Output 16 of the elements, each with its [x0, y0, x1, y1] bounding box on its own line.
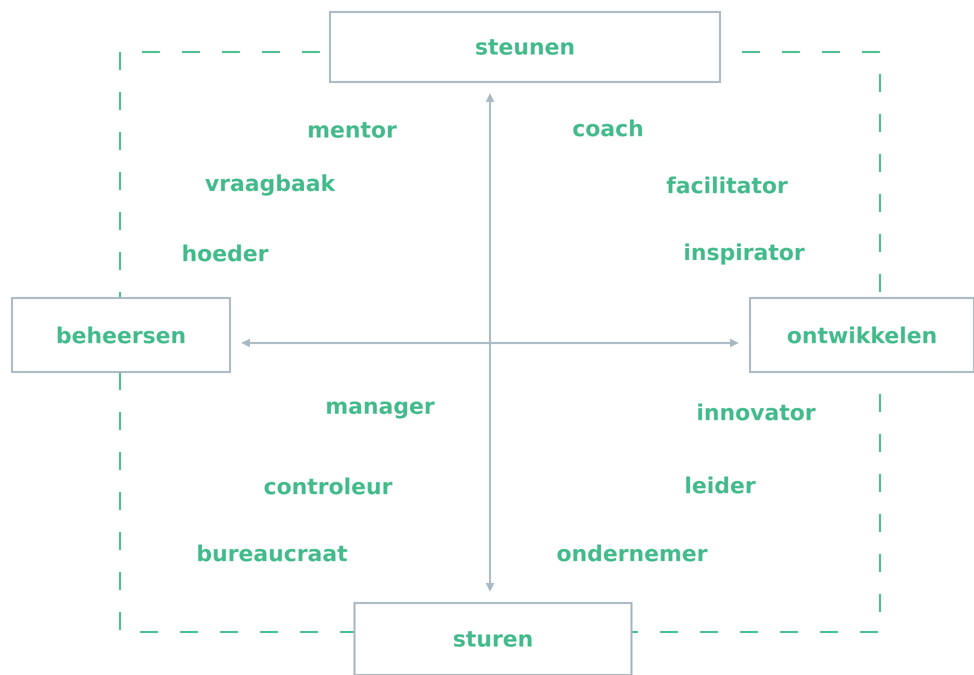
role-label: controleur: [264, 478, 392, 494]
role-label: mentor: [309, 122, 397, 138]
role-label: innovator: [698, 404, 816, 420]
box: sturen: [354, 602, 632, 675]
role-label: coach: [573, 120, 642, 136]
role-label: manager: [327, 401, 435, 418]
role-label: bureaucraat: [198, 544, 348, 562]
role-label: facilitator: [666, 176, 788, 194]
box: ontwikkelen: [749, 297, 974, 373]
role-label: ondernemer: [557, 544, 708, 562]
role-label: hoeder: [183, 244, 268, 262]
box: beheersen: [11, 297, 231, 373]
role-label: inspirator: [685, 243, 805, 265]
role-label: leider: [686, 476, 756, 494]
box: steunen: [329, 11, 721, 83]
role-label: vraagbaak: [205, 174, 336, 196]
